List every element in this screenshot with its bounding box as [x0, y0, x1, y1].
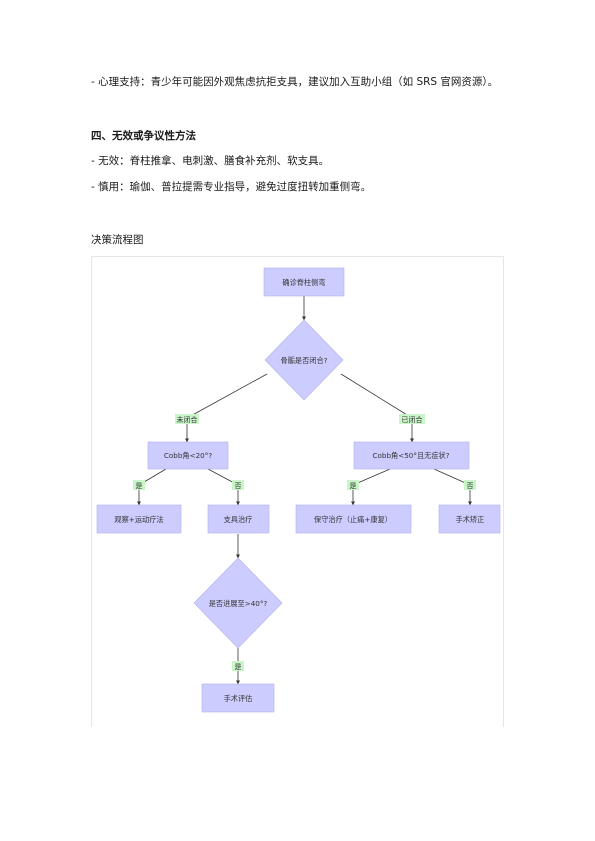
caution-methods-line: - 慎用：瑜伽、普拉提需专业指导，避免过度扭转加重侧弯。	[91, 181, 372, 193]
decision-flowchart: 未闭合 已闭合 是 否 是 否 是 确诊脊柱侧弯	[91, 256, 504, 727]
node-surgery-correction: 手术矫正	[438, 504, 501, 534]
edge-label-not-closed: 未闭合	[175, 414, 199, 424]
svg-text:未闭合: 未闭合	[177, 415, 198, 424]
edge-label-yes-surgery-eval: 是	[232, 661, 244, 671]
flowchart-svg: 未闭合 已闭合 是 否 是 否 是 确诊脊柱侧弯	[96, 267, 501, 713]
psych-support-line: - 心理支持：青少年可能因外观焦虑抗拒支具，建议加入互助小组（如 SRS 官网资…	[91, 76, 499, 88]
edge-label-yes-observe: 是	[133, 480, 145, 490]
svg-text:已闭合: 已闭合	[402, 415, 423, 424]
svg-text:否: 否	[235, 482, 242, 490]
svg-text:是否进展至>40°?: 是否进展至>40°?	[209, 599, 268, 608]
svg-text:观察+运动疗法: 观察+运动疗法	[114, 515, 163, 524]
node-surgery-evaluation: 手术评估	[201, 683, 275, 713]
svg-text:Cobb角<50°且无症状?: Cobb角<50°且无症状?	[372, 451, 449, 460]
edge-label-no-brace: 否	[232, 480, 244, 490]
edge-bone-to-cobb20	[185, 373, 268, 443]
svg-text:Cobb角<20°?: Cobb角<20°?	[164, 451, 212, 460]
edge-label-yes-conservative: 是	[347, 480, 359, 490]
section-heading-ineffective-methods: 四、无效或争议性方法	[91, 130, 196, 142]
ineffective-methods-line: - 无效：脊柱推拿、电刺激、膳食补充剂、软支具。	[91, 155, 330, 167]
node-cobb20-decision: Cobb角<20°?	[147, 441, 229, 470]
svg-text:保守治疗（止痛+康复）: 保守治疗（止痛+康复）	[314, 515, 392, 524]
node-progress40-decision: 是否进展至>40°?	[193, 557, 283, 649]
node-cobb50-decision: Cobb角<50°且无症状?	[353, 441, 470, 470]
edge-label-closed: 已闭合	[399, 414, 425, 424]
node-diagnose: 确诊脊柱侧弯	[263, 267, 345, 297]
node-observe-exercise: 观察+运动疗法	[96, 504, 182, 534]
svg-text:确诊脊柱侧弯: 确诊脊柱侧弯	[282, 278, 325, 287]
svg-text:手术矫正: 手术矫正	[456, 515, 485, 524]
edge-label-no-surgery: 否	[464, 480, 476, 490]
svg-text:手术评估: 手术评估	[224, 694, 253, 703]
svg-text:骨骺是否闭合?: 骨骺是否闭合?	[281, 356, 328, 365]
edge-bone-to-cobb50	[340, 373, 414, 443]
svg-text:是: 是	[235, 663, 242, 671]
svg-text:是: 是	[136, 482, 143, 490]
svg-text:否: 否	[467, 482, 474, 490]
node-brace-treatment: 支具治疗	[207, 504, 270, 534]
svg-text:支具治疗: 支具治疗	[224, 515, 253, 524]
flowchart-title: 决策流程图	[91, 234, 144, 246]
node-bone-closed-decision: 骨骺是否闭合?	[264, 319, 344, 401]
svg-text:是: 是	[350, 482, 357, 490]
node-conservative-treatment: 保守治疗（止痛+康复）	[295, 504, 412, 534]
